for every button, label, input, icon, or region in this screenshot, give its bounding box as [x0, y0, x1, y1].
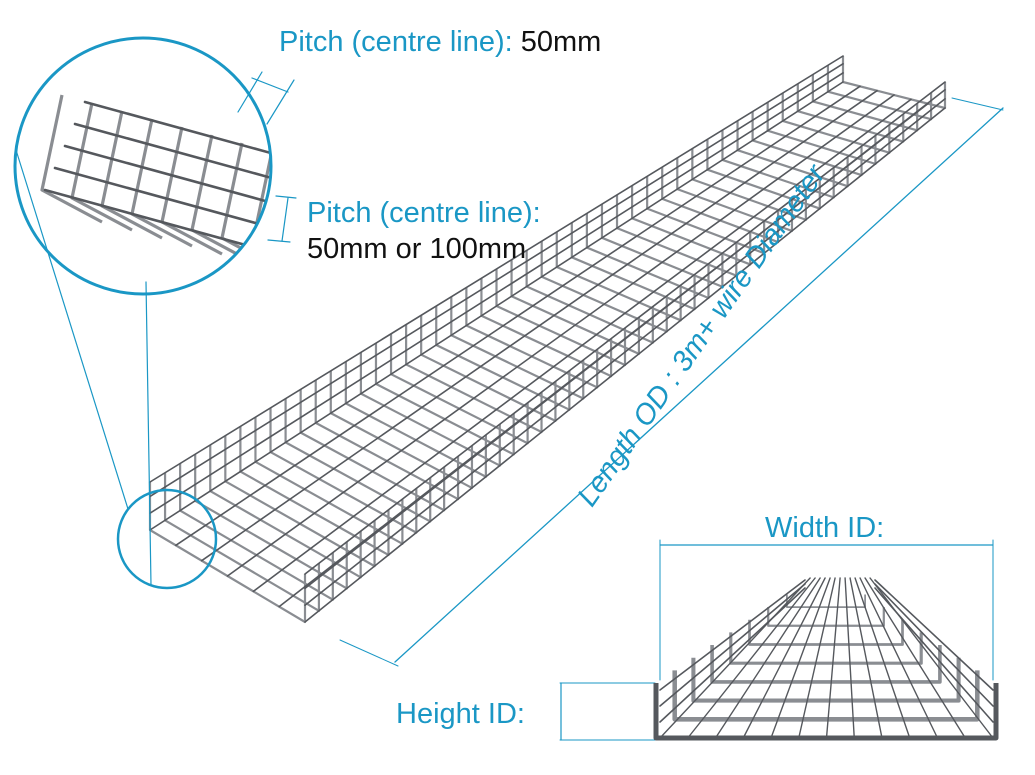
- length-dimension-line: [394, 107, 1004, 663]
- cross-section-frame: [786, 594, 866, 608]
- cross-section-frame: [767, 607, 885, 627]
- pitch-top-tick-b: [266, 79, 295, 125]
- pitch-side-dim: [281, 197, 289, 242]
- tray-longitudinal-wire: [149, 81, 844, 531]
- cross-section-frame: [653, 683, 999, 741]
- zoom-leader-left: [15, 149, 129, 510]
- tray-wall-wire: [149, 62, 844, 498]
- cross-section-base-wire: [687, 577, 816, 739]
- tray-transverse-wire: [344, 361, 487, 478]
- cross-section-frame: [710, 645, 942, 684]
- tray-longitudinal-wire: [304, 107, 946, 623]
- cross-section-wall-wire-left: [659, 583, 806, 707]
- zoom-long-wire: [73, 122, 271, 196]
- pitch-side-dimension: [267, 195, 297, 243]
- pitch-top-label: Pitch (centre line):: [279, 26, 513, 58]
- zoom-long-wire: [63, 144, 271, 218]
- cross-section-base-wire: [798, 577, 836, 739]
- pitch-side-value: 50mm or 100mm: [307, 233, 527, 265]
- tray-transverse-wire: [179, 463, 334, 601]
- tray-transverse-wire: [194, 454, 348, 590]
- cross-section-base-wire: [864, 577, 966, 739]
- cross-section-base-wire: [844, 577, 855, 739]
- tray-wall-wire: [304, 89, 946, 590]
- tray-cross-section: [559, 539, 999, 741]
- cross-section-base-wire: [770, 577, 831, 739]
- width-label: Width ID:: [765, 512, 885, 544]
- tray-wall-wire: [149, 72, 844, 515]
- tray-longitudinal-wire: [175, 85, 861, 547]
- cross-section-base-wire: [659, 577, 811, 739]
- pitch-top-value: 50mm: [520, 26, 602, 58]
- cross-section-frame: [672, 670, 980, 722]
- zoom-long-wire: [83, 100, 271, 174]
- tray-transverse-wire: [329, 370, 474, 490]
- length-dimension: [339, 97, 1004, 667]
- pitch-side-tick-b: [267, 239, 291, 243]
- cross-section-wall-wire-right: [874, 583, 994, 707]
- zoom-callout-circle: [13, 36, 273, 296]
- pitch-top-dimension: [237, 71, 295, 125]
- cross-section-base-wire: [854, 577, 911, 739]
- cross-section-base-wire: [742, 577, 826, 739]
- pitch-top-tick-a: [237, 71, 263, 113]
- cross-section-frame: [691, 657, 961, 703]
- cross-section-frame: [748, 619, 904, 646]
- zoom-wire: [40, 94, 103, 224]
- tray-wall-wire: [304, 81, 946, 575]
- cross-section-wall-wire-right: [874, 579, 994, 691]
- pitch-top-annotation: Pitch (centre line): 50mm: [279, 28, 601, 57]
- cross-section-base-wire: [859, 577, 939, 739]
- tray-wall-wire: [304, 98, 946, 607]
- zoom-source-circle: [116, 488, 218, 590]
- tray-longitudinal-wire: [226, 94, 895, 577]
- wire-mesh-cable-tray: [148, 55, 947, 624]
- height-label: Height ID:: [396, 698, 525, 730]
- cross-section-frame: [729, 632, 923, 665]
- cross-section-wall-wire-left: [659, 587, 806, 723]
- pitch-side-label: Pitch (centre line):: [307, 197, 541, 229]
- cross-section-base-wire: [849, 577, 883, 739]
- tray-wall-wire: [149, 55, 844, 483]
- length-extension-far: [951, 97, 1004, 111]
- tray-longitudinal-wire: [200, 89, 878, 562]
- cross-section-wall-wire-left: [659, 579, 806, 691]
- cross-section-base-wire: [869, 577, 994, 739]
- cross-section-base-wire: [714, 577, 821, 739]
- pitch-side-tick-a: [275, 195, 297, 199]
- pitch-top-dim: [251, 77, 289, 93]
- tray-longitudinal-wire: [252, 98, 912, 593]
- zoom-wire-detail: [40, 94, 271, 280]
- cross-section-base-wire: [825, 577, 841, 739]
- cross-section-wall-wire-right: [874, 587, 994, 723]
- length-extension-near: [339, 639, 399, 667]
- zoom-callout: [13, 36, 273, 590]
- zoom-leader-right: [145, 281, 152, 586]
